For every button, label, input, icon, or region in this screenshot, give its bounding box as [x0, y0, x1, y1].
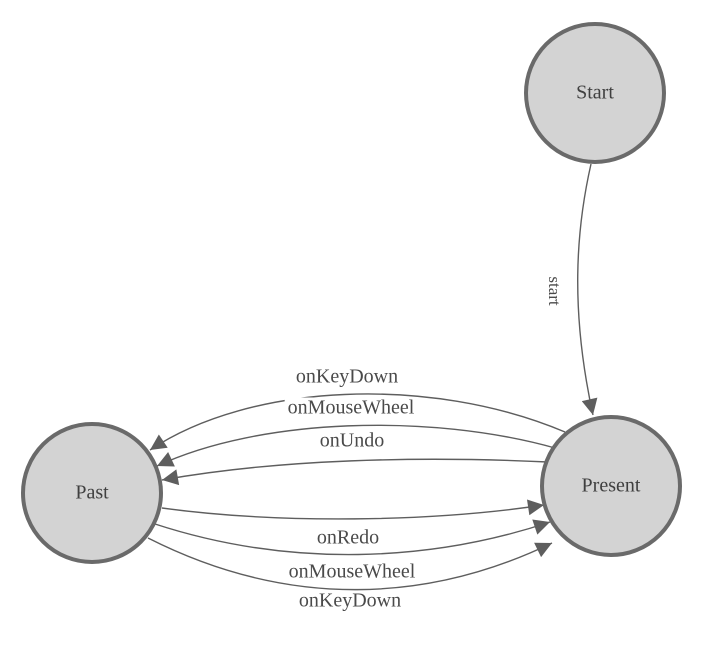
edge-present-to-past-onundo[interactable] — [161, 458, 549, 486]
node-present[interactable] — [540, 415, 682, 557]
edge-present-to-past-onkeydown[interactable] — [149, 393, 566, 451]
edge-present-to-past-onmousewheel[interactable] — [156, 424, 556, 467]
edge-label-onkeydown-bottom: onKeyDown — [295, 590, 405, 612]
node-start[interactable] — [524, 22, 666, 164]
node-past[interactable] — [21, 422, 163, 564]
edge-past-to-present-onredo[interactable] — [161, 499, 545, 520]
edge-start-to-present[interactable] — [577, 163, 598, 416]
edge-label-onredo: onRedo — [313, 527, 383, 549]
edge-label-start: start — [544, 274, 564, 308]
edge-label-onundo: onUndo — [316, 430, 388, 452]
edge-label-onmousewheel-top: onMouseWheel — [284, 397, 418, 419]
edge-past-to-present-onkeydown[interactable] — [147, 537, 553, 591]
edge-label-onkeydown-top: onKeyDown — [292, 366, 402, 388]
edge-past-to-present-onmousewheel[interactable] — [154, 519, 551, 556]
edge-label-onmousewheel-bottom: onMouseWheel — [285, 561, 419, 583]
